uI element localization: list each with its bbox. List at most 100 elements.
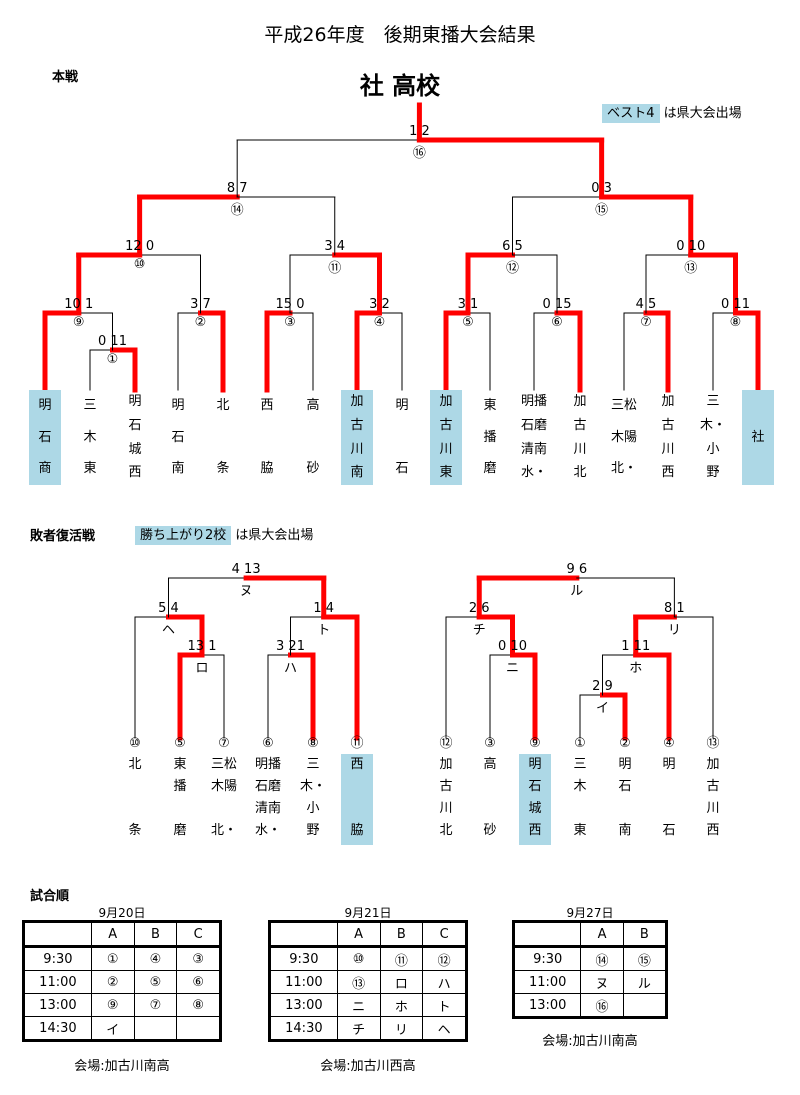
team-name-part: 加 — [439, 757, 453, 772]
game-score: 10 1 — [64, 297, 94, 312]
team-entry: 加古川西 — [697, 754, 729, 845]
game-number: ⑤ — [462, 315, 474, 330]
schedule-game: ③ — [176, 946, 221, 971]
game-score: 6 5 — [502, 239, 523, 254]
repechage-legend: 勝ち上がり2校 は県大会出場 — [135, 524, 314, 545]
team-name-part: 川 — [661, 441, 675, 457]
team-entry: 北条 — [207, 390, 239, 485]
game-number: ⑯ — [412, 146, 426, 161]
team-name-part: 北・ — [210, 823, 237, 838]
schedule-time: 11:00 — [269, 970, 338, 994]
repechage-legend-text: は県大会出場 — [235, 528, 314, 543]
team-name-part: 木 — [83, 429, 97, 445]
team-name-part: 川 — [439, 801, 453, 816]
team-name-part: 播 — [483, 429, 497, 445]
repechage-section-label: 敗者復活戦 — [30, 529, 96, 544]
team-name-part: 加 — [350, 394, 364, 409]
team-seed: ⑤ — [174, 736, 186, 751]
team-name-part: 古 — [706, 779, 720, 794]
team-name-part — [653, 798, 685, 820]
game-number: ⑨ — [72, 315, 85, 330]
team-name-part: 商 — [38, 461, 52, 477]
team-seed: ⑪ — [350, 736, 364, 751]
team-name-part: 播 — [173, 779, 187, 794]
team-seed: ② — [619, 736, 631, 751]
game-number: チ — [472, 623, 486, 638]
team-entry: 明石 — [386, 390, 418, 485]
team-name-part — [297, 422, 329, 454]
team-name-part: 明播 — [254, 757, 281, 772]
team-name-part: 社 — [751, 430, 765, 445]
team-name-part: 西 — [661, 465, 675, 481]
game-number: ⑥ — [551, 315, 563, 330]
game-number: ④ — [373, 315, 386, 330]
team-entry: 三木・小野 — [297, 754, 329, 845]
schedule-time: 9:30 — [512, 946, 582, 971]
game-number: ② — [194, 315, 207, 330]
schedule-header-cell: C — [176, 921, 221, 948]
game-number: ① — [106, 352, 119, 367]
team-name-part: 三松 — [610, 398, 637, 413]
team-entry: 明石商 — [29, 390, 61, 485]
team-entry: 三木東 — [74, 390, 106, 485]
team-name-part: 水・ — [254, 823, 281, 838]
schedule-game: イ — [90, 1016, 135, 1041]
team-name-part: 城 — [528, 801, 542, 816]
team-entry: 三木・小野 — [697, 390, 729, 485]
schedule-game: ⑪ — [379, 946, 424, 971]
game-number: ⑮ — [595, 203, 609, 218]
game-score: 0 11 — [98, 334, 127, 349]
team-name-part — [208, 798, 240, 820]
team-name-part — [386, 422, 418, 454]
champion-name: 社 高校 — [359, 72, 441, 100]
team-entry: 西脇 — [341, 754, 373, 845]
game-score: 1 11 — [621, 639, 651, 654]
team-name-part: 三松 — [210, 757, 237, 772]
schedule-header-cell: A — [90, 921, 135, 948]
team-seed: ⑥ — [262, 736, 274, 751]
schedule-game: ⑬ — [336, 970, 381, 994]
game-score: 0 11 — [721, 297, 750, 312]
game-number: イ — [595, 701, 609, 716]
schedule-time: 11:00 — [512, 970, 582, 994]
team-name-part: 石 — [128, 417, 142, 433]
game-score: 1 2 — [409, 124, 430, 139]
schedule-time: 14:30 — [23, 1016, 92, 1041]
team-name-part: 明 — [395, 398, 409, 413]
game-number: ⑪ — [328, 261, 342, 276]
schedule-venue: 会場:加古川西高 — [320, 1059, 416, 1074]
team-name-part: 加 — [573, 394, 587, 409]
game-number: ハ — [283, 661, 297, 676]
team-name-part: 石 — [618, 779, 632, 794]
game-number: ト — [317, 623, 331, 638]
team-entry: 北条 — [119, 754, 151, 845]
team-seed: ④ — [663, 736, 675, 751]
schedule-header-cell — [269, 921, 338, 948]
team-name-part: 野 — [706, 465, 720, 481]
team-name-part: 木陽 — [210, 779, 237, 794]
team-name-part: 木・ — [299, 779, 326, 794]
schedule-game — [176, 1016, 221, 1041]
schedule-header-cell — [512, 921, 582, 948]
team-name-part: 西 — [706, 823, 720, 838]
team-name-part: 高 — [306, 398, 320, 413]
team-seed: ① — [574, 736, 586, 751]
team-name-part: 石 — [528, 779, 542, 794]
team-entry: 高砂 — [297, 390, 329, 485]
team-entry: 明石南 — [162, 390, 194, 485]
schedule-venue: 会場:加古川南高 — [542, 1034, 638, 1049]
team-entry: 三松木陽北・ — [608, 390, 640, 485]
team-name-part: 石磨 — [254, 779, 281, 794]
team-name-part: 小 — [706, 441, 720, 457]
game-number: ⑩ — [133, 257, 146, 272]
schedule-game: ⑫ — [422, 946, 467, 971]
team-seed: ③ — [484, 736, 496, 751]
schedule-time: 14:30 — [269, 1016, 338, 1041]
game-score: 8 1 — [664, 601, 685, 616]
schedule-game: ヘ — [422, 1016, 467, 1041]
